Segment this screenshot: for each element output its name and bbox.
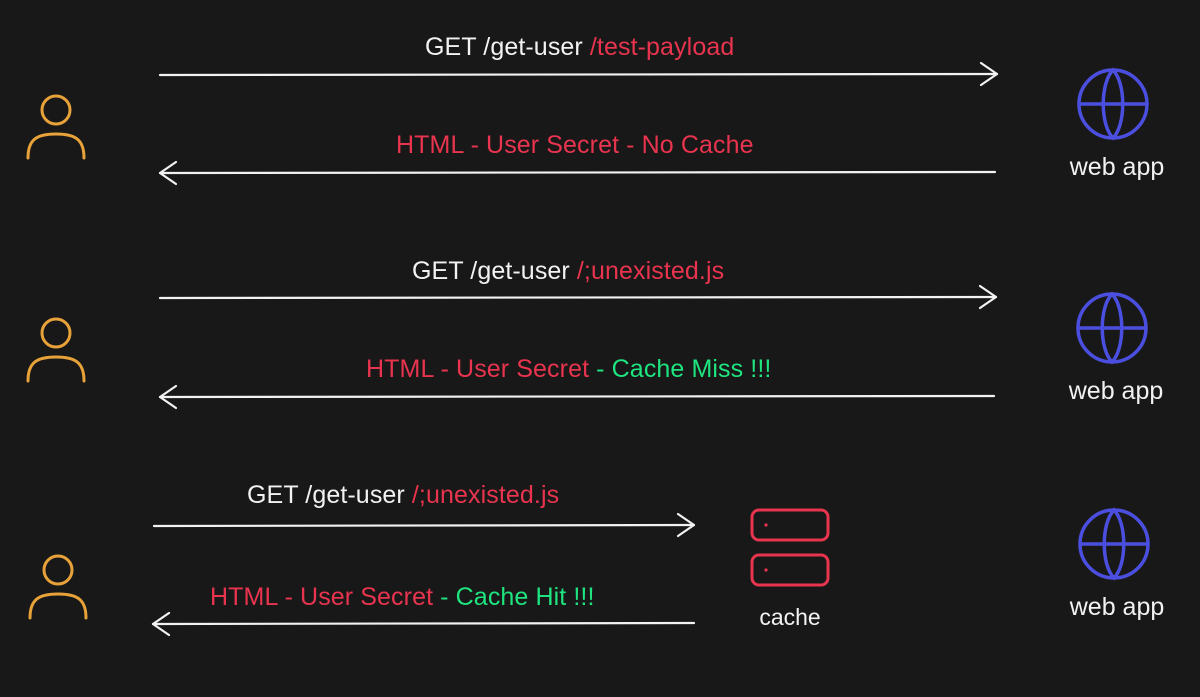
response-label: HTML - User Secret - No Cache <box>396 130 754 160</box>
user-icon <box>26 317 86 383</box>
server-label: web app <box>1068 377 1164 405</box>
request-label: GET /get-user /;unexisted.js <box>247 480 559 510</box>
database-icon <box>750 508 830 587</box>
server-label: web app <box>1069 593 1165 621</box>
user-icon <box>26 94 86 160</box>
response-cache-status: - Cache Miss !!! <box>589 355 772 383</box>
request-payload: /test-payload <box>589 33 735 61</box>
request-path: GET /get-user <box>247 481 405 509</box>
server-label: web app <box>1069 153 1165 181</box>
request-label: GET /get-user /;unexisted.js <box>412 256 724 286</box>
response-body: HTML - User Secret - No Cache <box>396 131 754 159</box>
globe-icon <box>1078 507 1150 581</box>
globe-icon <box>1077 67 1149 141</box>
request-path: GET /get-user <box>425 33 583 61</box>
response-label: HTML - User Secret - Cache Hit !!! <box>210 582 595 612</box>
response-label: HTML - User Secret - Cache Miss !!! <box>366 354 771 384</box>
request-path: GET /get-user <box>412 257 570 285</box>
response-body: HTML - User Secret <box>210 583 434 611</box>
request-payload: /;unexisted.js <box>576 257 725 285</box>
cache-label: cache <box>759 604 821 630</box>
request-payload: /;unexisted.js <box>411 481 560 509</box>
response-body: HTML - User Secret <box>366 355 590 383</box>
request-label: GET /get-user /test-payload <box>425 32 734 62</box>
response-cache-status: - Cache Hit !!! <box>433 583 595 611</box>
globe-icon <box>1076 291 1148 365</box>
user-icon <box>28 554 88 620</box>
